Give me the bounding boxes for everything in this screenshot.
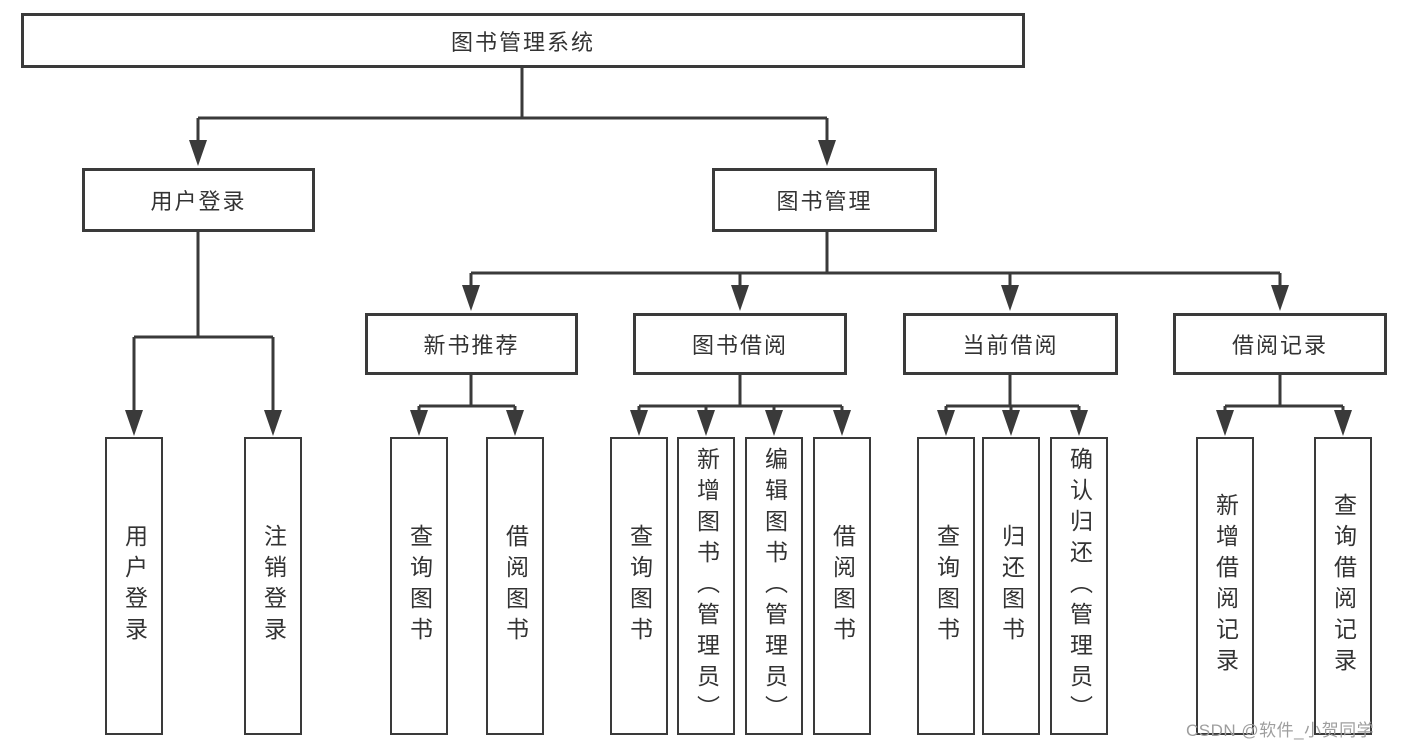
leaf-label: 新增图书（管理员） bbox=[693, 446, 720, 726]
leaf-query-books-current: 查询图书 bbox=[917, 437, 975, 735]
leaf-label: 用户登录 bbox=[121, 524, 148, 648]
csdn-watermark: CSDN @软件_小贺同学 bbox=[1186, 721, 1375, 740]
leaf-user-login: 用户登录 bbox=[105, 437, 163, 735]
user-login-node: 用户登录 bbox=[82, 168, 315, 232]
leaf-borrow-books-recommend: 借阅图书 bbox=[486, 437, 544, 735]
leaf-label: 查询图书 bbox=[406, 524, 433, 648]
system-root-node: 图书管理系统 bbox=[21, 13, 1025, 68]
leaf-logout: 注销登录 bbox=[244, 437, 302, 735]
leaf-add-book-admin: 新增图书（管理员） bbox=[677, 437, 735, 735]
new-book-recommend-node: 新书推荐 bbox=[365, 313, 578, 375]
leaf-borrow-books-borrowing: 借阅图书 bbox=[813, 437, 871, 735]
leaf-edit-book-admin: 编辑图书（管理员） bbox=[745, 437, 803, 735]
leaf-label: 新增借阅记录 bbox=[1212, 493, 1239, 679]
leaf-label: 编辑图书（管理员） bbox=[761, 446, 788, 726]
leaf-query-borrow-record: 查询借阅记录 bbox=[1314, 437, 1372, 735]
leaf-label: 归还图书 bbox=[998, 524, 1025, 648]
current-borrowing-node: 当前借阅 bbox=[903, 313, 1118, 375]
leaf-query-books-recommend: 查询图书 bbox=[390, 437, 448, 735]
borrowing-records-node: 借阅记录 bbox=[1173, 313, 1387, 375]
leaf-label: 查询图书 bbox=[626, 524, 653, 648]
leaf-label: 查询借阅记录 bbox=[1330, 493, 1357, 679]
leaf-label: 借阅图书 bbox=[502, 524, 529, 648]
leaf-confirm-return-admin: 确认归还（管理员） bbox=[1050, 437, 1108, 735]
book-management-node: 图书管理 bbox=[712, 168, 937, 232]
book-borrowing-node: 图书借阅 bbox=[633, 313, 847, 375]
leaf-label: 借阅图书 bbox=[829, 524, 856, 648]
leaf-query-books-borrowing: 查询图书 bbox=[610, 437, 668, 735]
leaf-label: 确认归还（管理员） bbox=[1066, 446, 1093, 726]
leaf-label: 查询图书 bbox=[933, 524, 960, 648]
leaf-label: 注销登录 bbox=[260, 524, 287, 648]
leaf-return-book: 归还图书 bbox=[982, 437, 1040, 735]
leaf-add-borrow-record: 新增借阅记录 bbox=[1196, 437, 1254, 735]
